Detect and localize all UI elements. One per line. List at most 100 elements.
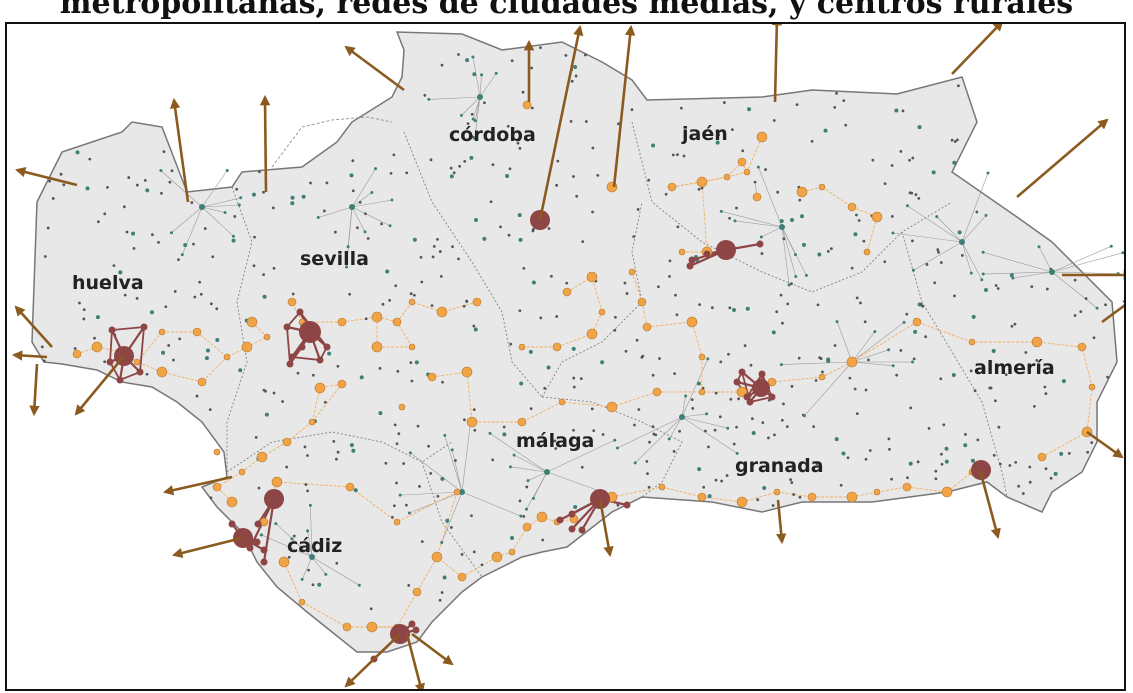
small-town-dot xyxy=(208,408,212,412)
small-town-dot xyxy=(1013,322,1017,326)
orange-link xyxy=(466,371,473,423)
orange-link xyxy=(591,311,603,335)
rural-center-dot xyxy=(480,73,484,77)
rural-center-dot xyxy=(991,349,996,354)
small-town-dot xyxy=(145,372,149,376)
outward-arrow xyxy=(29,363,40,417)
small-town-dot xyxy=(429,472,433,475)
medium-city-node xyxy=(192,327,202,337)
small-town-dot xyxy=(404,503,408,507)
medium-city-node xyxy=(342,622,352,632)
small-town-dot xyxy=(364,212,367,216)
orange-link xyxy=(201,356,228,383)
small-town-dot xyxy=(311,373,315,377)
rural-center-dot xyxy=(902,320,906,324)
small-town-dot xyxy=(924,335,928,339)
hub-link xyxy=(851,331,876,363)
rural-center-dot xyxy=(719,209,723,213)
orange-link xyxy=(283,561,303,603)
small-town-dot xyxy=(901,109,905,113)
small-town-dot xyxy=(458,164,462,168)
rural-center-dot xyxy=(301,194,306,199)
hub-link xyxy=(681,413,707,418)
small-town-dot xyxy=(671,153,675,157)
small-town-dot xyxy=(906,476,909,480)
small-town-dot xyxy=(489,200,493,204)
rural-center-dot xyxy=(351,448,356,453)
small-town-dot xyxy=(964,433,967,436)
small-town-dot xyxy=(998,462,1002,466)
small-town-dot xyxy=(172,358,175,362)
medium-city-node xyxy=(466,416,478,428)
small-town-dot xyxy=(438,250,442,253)
small-town-dot xyxy=(1086,450,1090,454)
rural-center-dot xyxy=(131,231,136,236)
small-town-dot xyxy=(933,281,937,285)
hub-link xyxy=(310,505,313,558)
metro-ring xyxy=(109,326,145,382)
outward-arrow xyxy=(598,498,614,558)
rural-center-dot xyxy=(802,414,806,418)
medium-city-node xyxy=(457,572,467,582)
small-town-dot xyxy=(1004,373,1008,377)
orange-link xyxy=(436,556,463,578)
small-town-dot xyxy=(429,158,433,162)
small-town-dot xyxy=(335,457,338,461)
rural-center-dot xyxy=(779,363,783,367)
small-town-dot xyxy=(103,360,107,364)
small-town-dot xyxy=(939,377,943,381)
rural-center-dot xyxy=(526,479,530,483)
hub-link xyxy=(444,435,463,493)
small-town-dot xyxy=(351,189,355,193)
small-town-dot xyxy=(916,460,920,464)
orange-link xyxy=(591,276,603,313)
rural-center-dot xyxy=(223,211,227,215)
small-town-dot xyxy=(691,406,695,410)
small-town-dot xyxy=(572,385,576,389)
small-town-dot xyxy=(855,213,858,217)
rural-center-dot xyxy=(427,97,431,101)
small-town-dot xyxy=(395,481,398,485)
small-town-dot xyxy=(645,460,649,463)
small-town-dot xyxy=(462,304,466,308)
medium-city-node xyxy=(508,548,516,556)
rural-center-dot xyxy=(414,360,419,365)
small-town-dot xyxy=(543,386,547,390)
metro-satellite-node xyxy=(116,376,124,384)
rural-center-dot xyxy=(963,443,968,448)
rural-center-dot xyxy=(517,213,522,218)
small-town-dot xyxy=(647,178,651,182)
small-town-dot xyxy=(730,128,734,131)
small-town-dot xyxy=(132,246,136,250)
medium-city-node xyxy=(282,437,292,447)
small-town-dot xyxy=(1073,314,1077,317)
outward-arrow xyxy=(14,166,78,187)
small-town-dot xyxy=(905,312,909,316)
small-town-dot xyxy=(1049,476,1053,480)
small-town-dot xyxy=(679,106,683,110)
orange-link xyxy=(726,171,748,178)
medium-city-node xyxy=(796,186,808,198)
small-town-dot xyxy=(572,175,575,178)
hub-link xyxy=(351,199,393,208)
small-town-dot xyxy=(323,400,327,404)
small-town-dot xyxy=(472,408,476,412)
small-town-dot xyxy=(1008,464,1012,467)
medium-city-node xyxy=(472,297,482,307)
hub-link xyxy=(351,206,366,233)
small-town-dot xyxy=(541,538,545,542)
small-town-dot xyxy=(798,495,802,499)
hub-link xyxy=(681,395,686,418)
small-town-dot xyxy=(420,540,424,544)
small-town-dot xyxy=(871,158,875,162)
small-town-dot xyxy=(992,453,996,457)
rural-center-dot xyxy=(473,327,478,332)
medium-city-node xyxy=(586,271,598,283)
small-town-dot xyxy=(773,433,776,437)
small-town-dot xyxy=(782,237,786,241)
small-town-dot xyxy=(457,257,460,261)
small-town-dot xyxy=(864,457,868,461)
small-town-dot xyxy=(507,233,511,237)
rural-center-dot xyxy=(519,514,523,518)
small-town-dot xyxy=(1043,385,1047,389)
